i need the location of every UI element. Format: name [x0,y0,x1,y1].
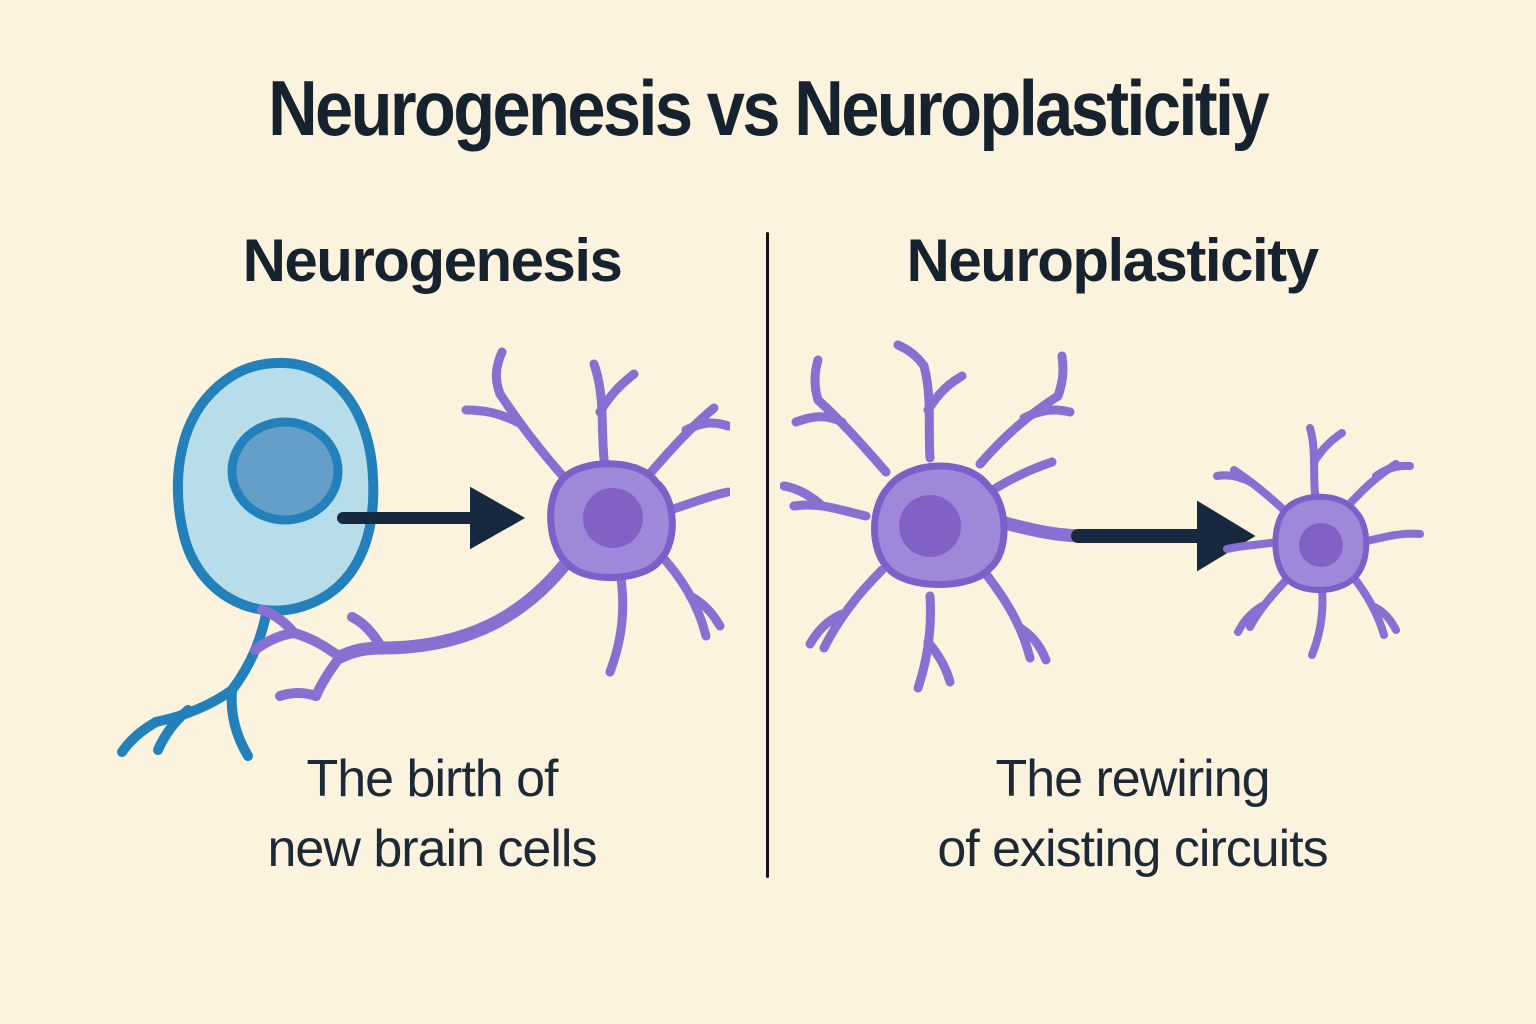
right-column-heading: Neuroplasticity [906,227,1319,294]
neurogenesis-illustration [117,347,730,761]
neuroplasticity-illustration [780,340,1424,693]
left-column-heading: Neurogenesis [242,227,623,294]
stem-cell-icon [117,357,379,761]
page-title: Neurogenesis vs Neuroplasticitiy [0,64,1536,152]
stem-cell-tail [117,599,273,761]
new-neuron-nucleus [583,488,643,548]
rewired-neuron-nucleus [1299,523,1343,567]
left-caption-line1: The birth of [306,750,558,808]
right-caption-line1: The rewiring [995,750,1270,808]
vertical-divider [766,232,769,878]
existing-neuron-icon [780,340,1087,693]
rewired-neuron-icon [1213,424,1424,659]
right-caption-line2: of existing circuits [937,820,1328,878]
left-arrow-icon [337,486,526,550]
page-title-text: Neurogenesis vs Neuroplasticitiy [268,64,1271,152]
right-caption: The rewiring of existing circuits [800,744,1465,884]
left-caption: The birth of new brain cells [112,744,752,884]
new-neuron-icon [250,347,730,701]
new-neuron-axon [250,551,577,701]
right-arrow-icon [1071,500,1256,572]
left-caption-line2: new brain cells [267,820,598,878]
existing-neuron-nucleus [899,495,961,557]
stem-cell-nucleus [227,417,343,525]
